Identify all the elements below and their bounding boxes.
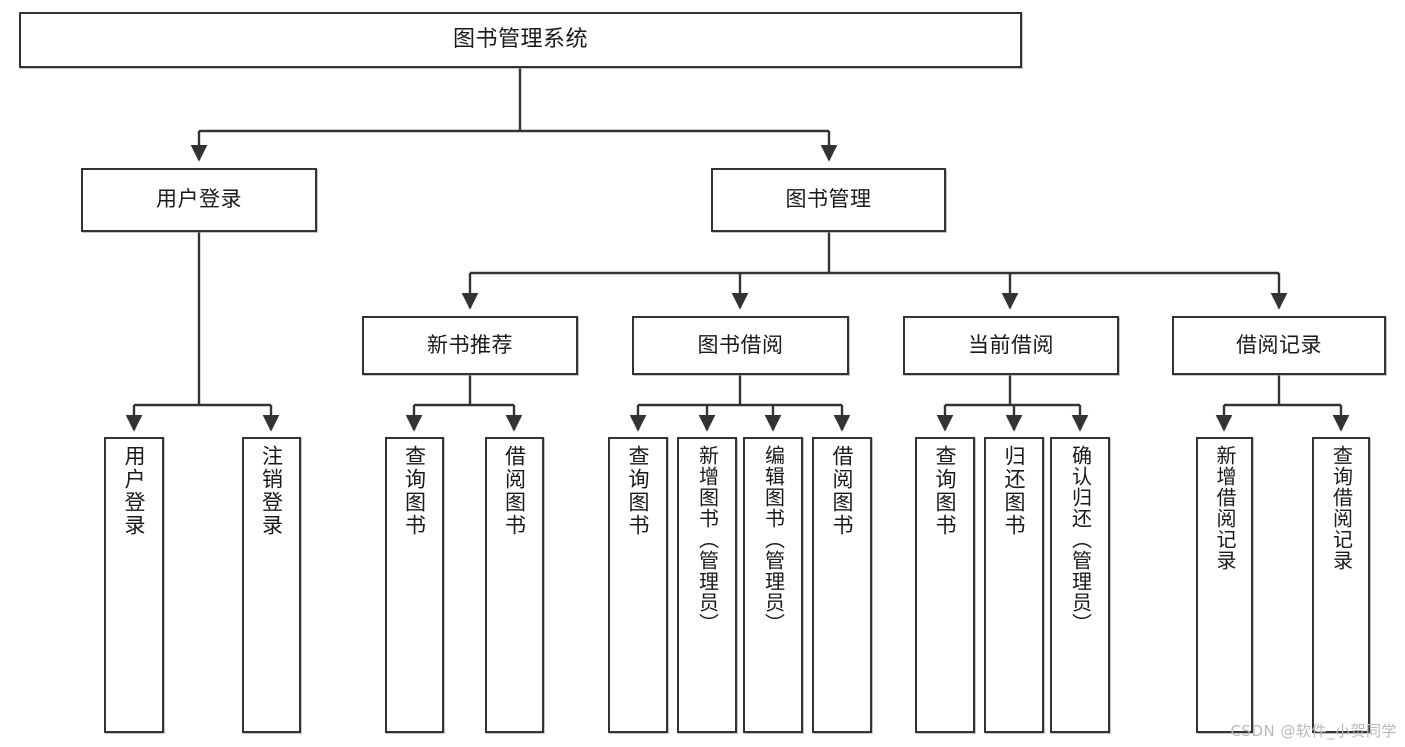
leaf-add-book-admin[interactable]: 新增图书（管理员）: [677, 437, 737, 733]
node-borrow-record[interactable]: 借阅记录: [1172, 316, 1386, 375]
node-root-book-management-system[interactable]: 图书管理系统: [19, 12, 1022, 68]
node-label: 新书推荐: [427, 332, 513, 357]
node-label: 查询图书: [933, 445, 958, 537]
node-book-management[interactable]: 图书管理: [711, 168, 946, 232]
node-label: 查询借阅记录: [1329, 445, 1354, 571]
leaf-query-borrow-record[interactable]: 查询借阅记录: [1312, 437, 1370, 733]
node-label: 查询图书: [626, 445, 651, 537]
leaf-logout[interactable]: 注销登录: [242, 437, 301, 733]
leaf-add-borrow-record[interactable]: 新增借阅记录: [1196, 437, 1253, 733]
leaf-query-book-recommend[interactable]: 查询图书: [385, 437, 444, 733]
leaf-query-book-current[interactable]: 查询图书: [915, 437, 975, 733]
node-label: 图书管理: [785, 187, 872, 212]
leaf-confirm-return-admin[interactable]: 确认归还（管理员）: [1050, 437, 1110, 733]
node-label: 注销登录: [259, 445, 284, 537]
node-label: 确认归还（管理员）: [1068, 445, 1093, 634]
leaf-edit-book-admin[interactable]: 编辑图书（管理员）: [743, 437, 803, 733]
node-label: 归还图书: [1002, 445, 1027, 537]
node-label: 用户登录: [122, 445, 147, 537]
node-new-book-recommend[interactable]: 新书推荐: [362, 316, 578, 375]
node-label: 编辑图书（管理员）: [761, 445, 786, 634]
leaf-borrow-book[interactable]: 借阅图书: [812, 437, 872, 733]
leaf-return-book[interactable]: 归还图书: [984, 437, 1044, 733]
node-label: 用户登录: [156, 187, 242, 212]
node-user-login[interactable]: 用户登录: [81, 168, 317, 232]
watermark: CSDN @软件_小贺同学: [1230, 722, 1397, 740]
leaf-query-book-borrow[interactable]: 查询图书: [608, 437, 668, 733]
leaf-user-login[interactable]: 用户登录: [104, 437, 164, 733]
node-label: 借阅图书: [830, 445, 855, 537]
node-book-borrow[interactable]: 图书借阅: [632, 316, 849, 375]
node-label: 借阅记录: [1236, 332, 1322, 357]
node-label: 查询图书: [402, 445, 427, 537]
node-label: 借阅图书: [502, 445, 527, 537]
leaf-borrow-book-recommend[interactable]: 借阅图书: [485, 437, 544, 733]
node-label: 图书管理系统: [452, 26, 588, 52]
node-label: 当前借阅: [968, 332, 1054, 357]
node-current-borrow[interactable]: 当前借阅: [903, 316, 1119, 375]
node-label: 图书借阅: [697, 332, 784, 357]
node-label: 新增借阅记录: [1213, 445, 1237, 571]
node-label: 新增图书（管理员）: [695, 445, 720, 634]
